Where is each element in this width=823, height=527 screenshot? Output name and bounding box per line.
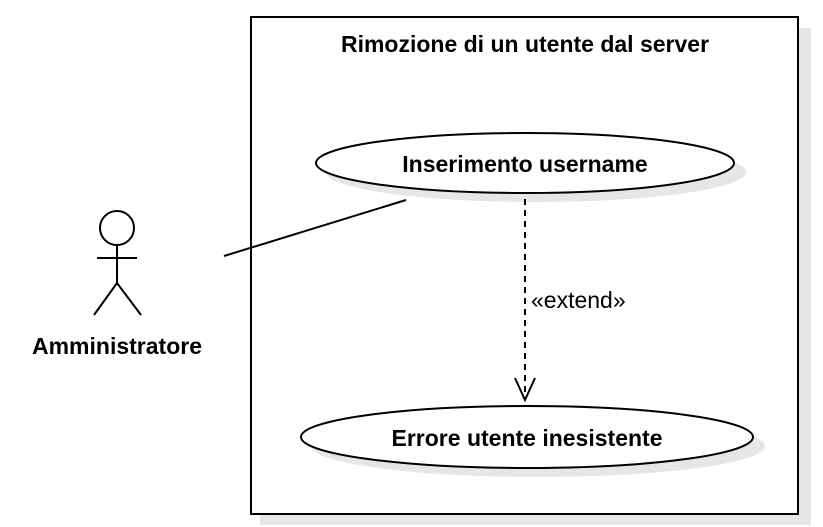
extend-arrowhead — [514, 377, 536, 403]
actor-name: Amministratore — [32, 333, 202, 359]
association-line — [223, 199, 407, 257]
use-case-ellipse — [300, 405, 754, 469]
use-case-label: Inserimento username — [402, 151, 647, 177]
actor-icon — [93, 210, 142, 316]
use-case-label: Errore utente inesistente — [392, 425, 663, 451]
use-case-ellipse — [315, 132, 735, 194]
extend-stereotype: «extend» — [531, 287, 626, 313]
system-title: Rimozione di un utente dal server — [341, 31, 709, 57]
